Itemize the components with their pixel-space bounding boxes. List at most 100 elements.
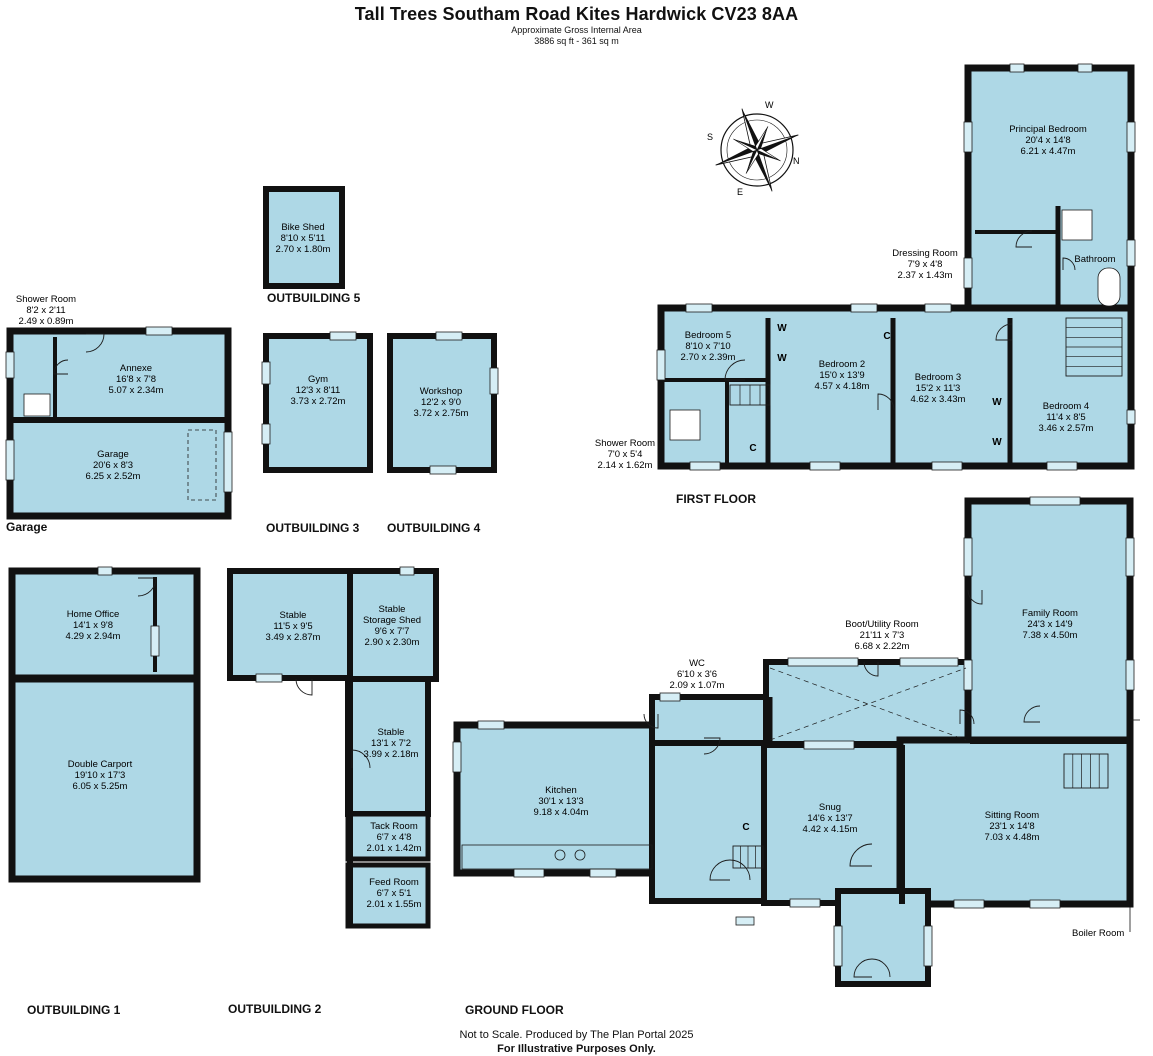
label-line: 19'10 x 17'3	[75, 770, 126, 781]
window	[5, 439, 15, 481]
door-swing	[863, 661, 879, 677]
staircase	[732, 845, 764, 869]
window	[261, 423, 271, 445]
label-line: WC	[689, 658, 705, 669]
label-line: 4.42 x 4.15m	[803, 824, 858, 835]
label-line: Storage Shed	[363, 615, 421, 626]
label-line: Stable	[379, 604, 406, 615]
label-outbuilding-3: OUTBUILDING 3	[266, 521, 360, 535]
staircase	[1063, 753, 1109, 789]
kitchen-worktop	[461, 844, 653, 870]
label-line: Tack Room	[370, 821, 418, 832]
label-line: Dressing Room	[892, 248, 958, 259]
workshop-box	[387, 333, 497, 473]
label-line: 15'2 x 11'3	[916, 383, 961, 394]
window	[1126, 239, 1136, 267]
label-line: Bathroom	[1074, 254, 1115, 265]
window	[513, 868, 545, 878]
label-line: Workshop	[420, 386, 463, 397]
feed-room-box	[345, 862, 431, 929]
family-room-box	[964, 497, 1134, 745]
door-swing	[351, 749, 371, 769]
label-line: 24'3 x 14'9	[1027, 619, 1072, 630]
annexe-block-box	[6, 327, 232, 520]
window	[589, 868, 617, 878]
label-line: 2.01 x 1.55m	[367, 899, 422, 910]
label-line: Snug	[819, 802, 841, 813]
label-line: 3.46 x 2.57m	[1039, 423, 1094, 434]
label-line: 2.37 x 1.43m	[898, 270, 953, 281]
compass-w: W	[765, 100, 774, 110]
window	[953, 899, 985, 909]
label-line: 13'1 x 7'2	[371, 738, 411, 749]
utility-box	[763, 659, 983, 747]
door-swing	[1023, 705, 1041, 723]
first-floor-main-box	[657, 304, 1135, 470]
room-label-bathroom: Bathroom	[1074, 254, 1115, 265]
door-swing	[295, 678, 313, 696]
plan-header: Tall Trees Southam Road Kites Hardwick C…	[0, 4, 1153, 47]
label-line: Double Carport	[68, 759, 133, 770]
door-swing	[1015, 230, 1033, 248]
label-line: 30'1 x 13'3	[538, 796, 583, 807]
window	[150, 625, 160, 657]
window	[850, 303, 878, 313]
label-line: 14'6 x 13'7	[807, 813, 852, 824]
label-line: 8'2 x 2'11	[26, 305, 65, 316]
label-outbuilding-1: OUTBUILDING 1	[27, 1003, 121, 1017]
compass-n: N	[793, 156, 800, 166]
window	[1125, 537, 1135, 577]
window	[1126, 121, 1136, 153]
bike-shed-box	[263, 186, 345, 289]
label-line: 7.03 x 4.48m	[985, 832, 1040, 843]
label-line: 4.29 x 2.94m	[66, 631, 121, 642]
label-line: 2.49 x 0.89m	[19, 316, 74, 327]
label-line: 7'0 x 5'4	[608, 449, 643, 460]
compass-s: S	[707, 132, 713, 142]
label-line: 16'8 x 7'8	[116, 374, 156, 385]
window	[689, 461, 721, 471]
door-swing	[643, 713, 659, 729]
label-line: 11'5 x 9'5	[273, 621, 312, 632]
window	[659, 692, 681, 702]
door-swing	[995, 323, 1013, 341]
label-line: 2.01 x 1.42m	[367, 843, 422, 854]
label-line: 3.73 x 2.72m	[291, 396, 346, 407]
shower-tray-annexe	[23, 393, 51, 417]
label-line: 2.14 x 1.62m	[598, 460, 653, 471]
label-line: Stable	[280, 610, 307, 621]
label-line: 23'1 x 14'8	[989, 821, 1034, 832]
window	[963, 537, 973, 577]
window	[329, 331, 357, 341]
compass-e: E	[737, 187, 743, 197]
footer-disclaimer: Not to Scale. Produced by The Plan Porta…	[459, 1029, 694, 1041]
roof-light-diagonal	[769, 667, 967, 741]
label-line: 5.07 x 2.34m	[109, 385, 164, 396]
label-line: Bike Shed	[281, 222, 324, 233]
fixtures	[23, 209, 1140, 870]
garage-door-track	[187, 429, 217, 501]
cupboard-marker: C	[749, 443, 756, 454]
label-line: 14'1 x 9'8	[73, 620, 113, 631]
window	[1077, 63, 1093, 73]
window	[1009, 63, 1025, 73]
door-swing	[1062, 257, 1076, 271]
label-line: 20'6 x 8'3	[93, 460, 133, 471]
window	[452, 741, 462, 773]
label-line: 3.49 x 2.87m	[266, 632, 321, 643]
door-swing	[959, 709, 975, 725]
footer-illustrative: For Illustrative Purposes Only.	[497, 1043, 656, 1055]
cupboard-marker: C	[742, 822, 749, 833]
label-line: Principal Bedroom	[1009, 124, 1087, 135]
cupboard-marker: C	[883, 331, 890, 342]
